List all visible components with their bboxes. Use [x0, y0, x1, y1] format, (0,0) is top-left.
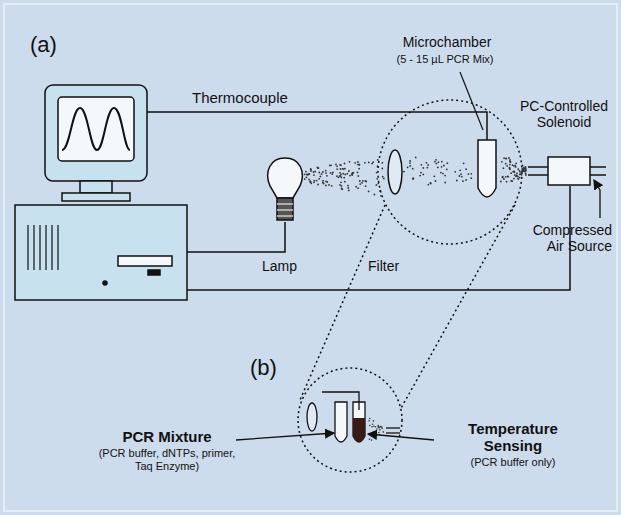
wires	[147, 112, 570, 290]
air-arrow	[594, 180, 600, 218]
leader-arrow	[368, 434, 434, 440]
leader-line	[460, 72, 483, 130]
part-name: Filter	[368, 258, 418, 274]
microchamber-tube	[478, 140, 496, 197]
frame	[4, 4, 617, 511]
panel-label: (b)	[250, 355, 290, 380]
part-note: (5 - 15 µL PCR Mix)	[380, 53, 510, 66]
part-name: Thermocouple	[192, 89, 312, 106]
part-name: Microchamber	[392, 34, 502, 50]
part-name: Lamp	[262, 258, 312, 274]
pcr-tube	[335, 402, 347, 442]
part-name: PCR Mixture	[100, 428, 234, 445]
filter-lens	[307, 403, 317, 431]
zoom-outline	[298, 100, 522, 472]
solenoid-valve	[548, 157, 590, 185]
part-name: Compressed Air Source	[520, 222, 612, 254]
part-note: (PCR buffer only)	[438, 456, 588, 469]
spray-dots	[304, 157, 527, 441]
computer	[15, 85, 187, 300]
thermocouple-wire	[322, 392, 359, 410]
vent-slots	[28, 225, 58, 270]
panel-label: (a)	[30, 32, 70, 57]
part-name: Temperature Sensing	[438, 420, 588, 455]
part-note: (PCR buffer, dNTPs, primer, Taq Enzyme)	[92, 447, 242, 472]
buffer-fill	[353, 418, 365, 442]
part-name: PC-Controlled Solenoid	[512, 98, 616, 130]
leader-arrow	[236, 433, 334, 440]
air-nozzle	[386, 428, 400, 433]
lamp	[268, 158, 303, 220]
filter-lens	[388, 150, 402, 194]
